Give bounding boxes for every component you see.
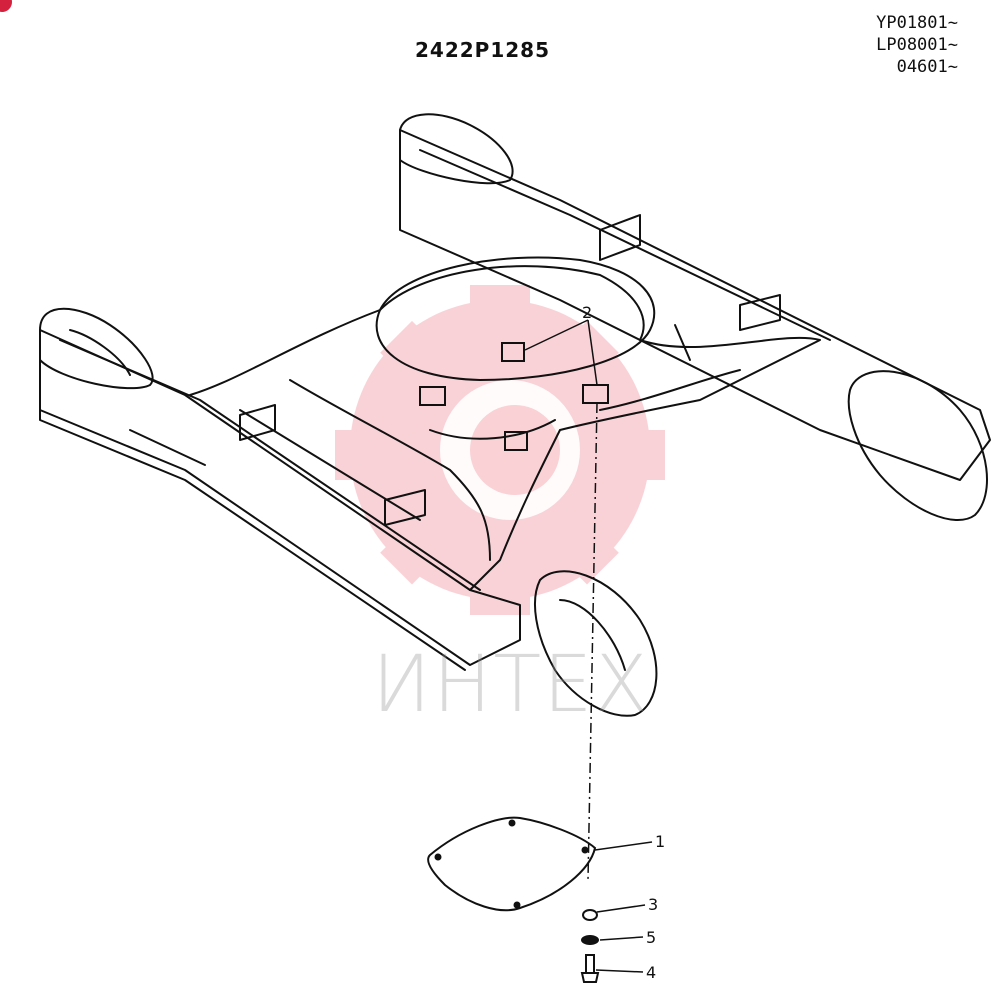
front-sprocket xyxy=(534,570,658,717)
serial-number: 04601~ xyxy=(896,57,958,77)
watermark-text: ИНТЕХ xyxy=(372,640,650,730)
leader-line xyxy=(587,319,598,386)
mounting-pad xyxy=(582,384,609,404)
right-sprocket xyxy=(847,370,988,521)
frame-pin xyxy=(384,489,426,526)
callout-label: 4 xyxy=(646,963,657,982)
right-track-top-line xyxy=(419,149,831,341)
left-idler xyxy=(39,307,154,390)
leader-line xyxy=(599,936,644,941)
right-idler xyxy=(399,113,514,185)
left-track-frame xyxy=(39,329,521,666)
diagram-title: 2422P1285 xyxy=(415,38,550,62)
left-track-top-line xyxy=(59,339,481,591)
mounting-pad xyxy=(504,431,528,451)
serial-number: YP01801~ xyxy=(876,13,958,33)
center-swing-circle xyxy=(375,256,656,381)
leader-line xyxy=(594,841,653,851)
callout-label: 3 xyxy=(648,895,659,914)
leader-line xyxy=(596,904,646,913)
left-track-frame-edge xyxy=(39,409,466,671)
serial-number: LP08001~ xyxy=(876,35,958,55)
callout-label: 1 xyxy=(655,832,666,851)
callout-label: 2 xyxy=(582,303,593,322)
callout-label: 5 xyxy=(646,928,657,947)
bolt xyxy=(580,954,600,983)
nut xyxy=(582,909,598,921)
frame-pin xyxy=(739,294,781,331)
serial-number-list: YP01801~ LP08001~ 04601~ xyxy=(876,12,958,78)
leader-line xyxy=(595,969,644,973)
cover-plate xyxy=(427,816,597,912)
frame-pin xyxy=(239,404,276,441)
right-track-frame xyxy=(399,129,991,481)
mounting-pad xyxy=(501,342,525,362)
leader-line xyxy=(524,319,589,351)
mounting-pad xyxy=(419,386,446,406)
frame-pin xyxy=(599,214,641,261)
mounting-pads xyxy=(419,342,609,451)
washer xyxy=(581,935,599,945)
center-frame xyxy=(189,265,821,591)
corner-marker xyxy=(0,0,12,12)
